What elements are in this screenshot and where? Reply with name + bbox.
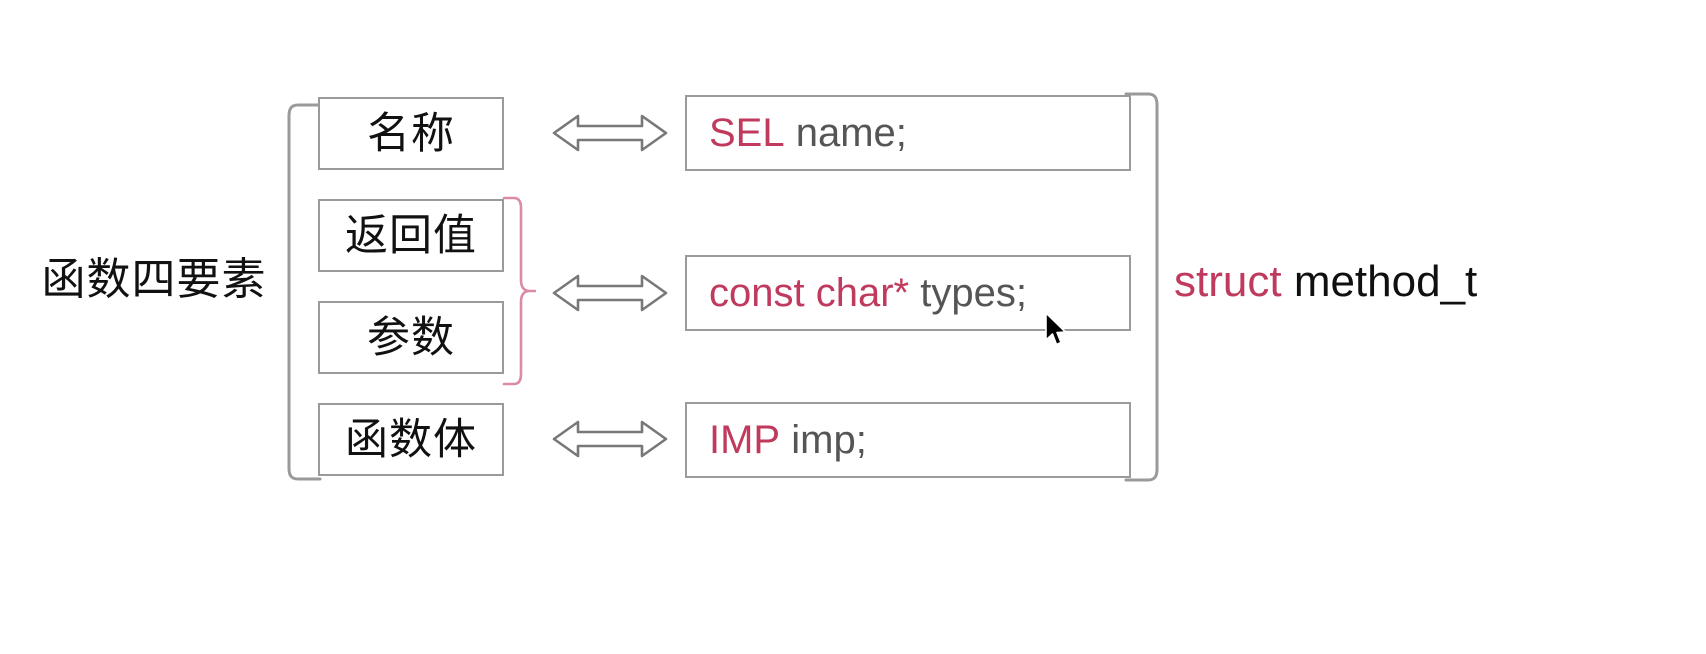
topic-label: 名称 [367,109,455,158]
struct-label: struct method_t [1174,254,1477,310]
code-identifier: imp; [791,418,867,462]
code-identifier: name; [795,111,907,155]
bidirectional-arrow-icon [552,416,668,462]
code-line: IMP imp; [709,416,867,464]
code-line: SEL name; [709,109,907,157]
topic-box-function-body[interactable]: 函数体 [318,403,504,476]
pink-group-brace [500,196,537,386]
right-group-bracket [1124,92,1164,482]
code-box-const-char-types[interactable]: const char* types; [685,255,1131,331]
code-box-imp-imp[interactable]: IMP imp; [685,402,1131,478]
code-keyword: const char* [709,271,910,315]
struct-keyword: struct [1174,257,1282,306]
code-keyword: IMP [709,418,781,462]
topic-label: 参数 [367,313,455,362]
code-keyword: SEL [709,111,785,155]
left-group-bracket [286,103,322,481]
bidirectional-arrow-icon [552,110,668,156]
bidirectional-arrow-icon [552,270,668,316]
code-identifier: types; [920,271,1027,315]
topic-box-name[interactable]: 名称 [318,97,504,170]
root-label: 函数四要素 [41,255,267,304]
code-box-sel-name[interactable]: SEL name; [685,95,1131,171]
struct-name: method_t [1293,257,1478,306]
topic-label: 返回值 [345,211,477,260]
topic-label: 函数体 [345,415,477,464]
topic-box-parameters[interactable]: 参数 [318,301,504,374]
topic-box-return-value[interactable]: 返回值 [318,199,504,272]
code-line: const char* types; [709,269,1027,317]
